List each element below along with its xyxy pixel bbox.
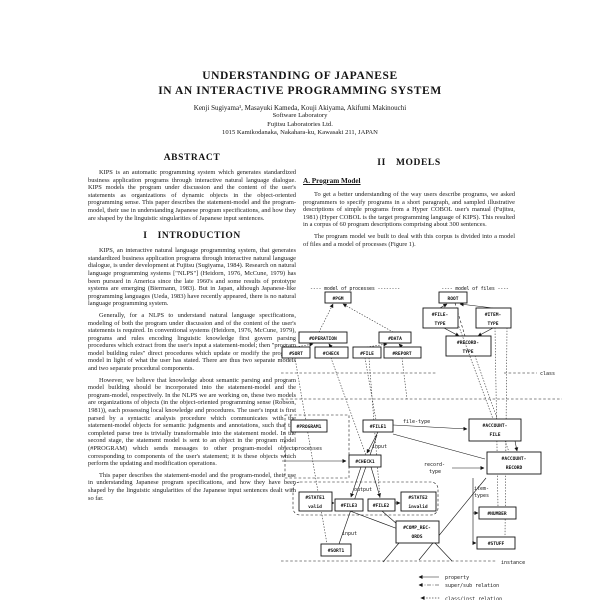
class-box-item-type-l2: TYPE xyxy=(487,321,498,327)
legend-class-inst-relation: class/inst relation xyxy=(445,597,502,600)
edge-label-item-types-l2: types xyxy=(474,493,489,499)
class-box-data: #DATA xyxy=(388,336,402,342)
instance-box-state2-l2: invalid xyxy=(408,504,428,510)
abstract-body: KIPS is an automatic programming system … xyxy=(88,169,296,222)
edge-label-input-1: input xyxy=(372,444,387,450)
instance-box-comp-records-l2: ORDS xyxy=(411,534,422,540)
instance-box-account-file-l2: FILE xyxy=(489,432,500,438)
intro-paragraph-1: KIPS, an interactive natural language pr… xyxy=(88,247,296,308)
instance-box-program1: #PROGRAM1 xyxy=(297,424,322,430)
class-box-file-type-l2: TYPE xyxy=(434,321,445,327)
edge-label-file-type: file-type xyxy=(403,419,430,425)
class-box-operation: #OPERATION xyxy=(309,336,337,342)
class-box-pgm: #PGM xyxy=(332,296,343,302)
intro-paragraph-4: This paper describes the statement-model… xyxy=(88,471,296,502)
instance-box-comp-records-l1: #COMP_REC- xyxy=(403,525,431,531)
left-column: ABSTRACT KIPS is an automatic programmin… xyxy=(88,153,296,506)
affiliation-company: Fujitsu Laboratories Ltd. xyxy=(267,120,333,128)
edge-label-input-2: input xyxy=(342,531,357,537)
class-box-file: #FILE xyxy=(360,351,374,357)
instance-box-account-record-l2: RECORD xyxy=(506,465,523,471)
class-box-root: ROOT xyxy=(447,296,458,302)
instance-box-state1-l2: valid xyxy=(308,504,322,510)
class-box-sort: #SORT xyxy=(289,351,303,357)
title-block: UNDERSTANDING OF JAPANESE IN AN INTERACT… xyxy=(0,69,600,138)
intro-paragraph-3: However, we believe that knowledge about… xyxy=(88,376,296,468)
instance-box-state1-l1: #STATE1 xyxy=(305,495,325,501)
models-paragraph-2: The program model we built to deal with … xyxy=(303,232,515,248)
figure-header-processes: ---- model of processes -------- xyxy=(310,286,400,292)
class-box-check: #CHECK xyxy=(323,351,340,357)
instance-box-account-file-l1: #ACCOUNT- xyxy=(483,423,508,429)
right-column: II MODELS A. Program Model To get a bett… xyxy=(303,158,515,252)
paper-title-line1: UNDERSTANDING OF JAPANESE xyxy=(202,70,398,82)
figure-header-files: ---- model of files ---- xyxy=(441,286,509,292)
instance-box-number: #NUMBER xyxy=(487,511,507,517)
instance-zone-label: instance xyxy=(501,560,525,566)
instance-box-check1: #CHECK1 xyxy=(355,459,375,465)
instance-box-stuff: #STUFF xyxy=(488,541,505,547)
instance-box-file3: #FILE3 xyxy=(341,503,358,509)
class-zone-label: class xyxy=(540,371,555,377)
affiliation-address: 1015 Kamikodanaka, Nakahara-ku, Kawasaki… xyxy=(222,129,378,136)
instance-box-sort1: #SORT1 xyxy=(328,548,345,554)
program-model-subheading: A. Program Model xyxy=(303,177,361,185)
abstract-heading: ABSTRACT xyxy=(163,153,221,163)
instance-box-file2: #FILE2 xyxy=(373,503,390,509)
edge-label-record-type-l2: type xyxy=(429,469,441,475)
figure-1-program-model-diagram: ---- model of processes -------- ---- mo… xyxy=(281,286,562,600)
instance-box-account-record-l1: #ACCOUNT- xyxy=(502,456,527,462)
edge-label-item-types-l1: item- xyxy=(474,486,489,492)
edge-label-output: output xyxy=(354,487,372,493)
affiliation-lab: Software Laboratory xyxy=(272,112,328,119)
instance-box-state2-l1: #STATE2 xyxy=(408,495,428,501)
introduction-heading: I INTRODUCTION xyxy=(143,231,241,242)
paper-title-line2: IN AN INTERACTIVE PROGRAMMING SYSTEM xyxy=(158,85,442,97)
edge-label-record-type-l1: record- xyxy=(424,462,445,468)
instance-box-file1: #FILE1 xyxy=(370,424,387,430)
class-box-report: #REPORT xyxy=(392,351,412,357)
authors: Kenji Sugiyama¹, Masayuki Kameda, Kouji … xyxy=(193,104,407,112)
models-paragraph-1: To get a better understanding of the way… xyxy=(303,191,515,229)
class-box-file-type-l1: #FILE- xyxy=(432,312,449,318)
intro-paragraph-2: Generally, for a NLPS to understand natu… xyxy=(88,311,296,373)
models-heading: II MODELS xyxy=(377,158,441,168)
class-box-record-type-l1: #RECORD- xyxy=(457,340,479,346)
legend-super-sub-relation: super/sub relation xyxy=(445,583,499,589)
class-box-item-type-l1: #ITEM- xyxy=(485,312,502,318)
legend-property: property xyxy=(445,575,469,581)
edge-label-processes: processes xyxy=(295,446,322,452)
